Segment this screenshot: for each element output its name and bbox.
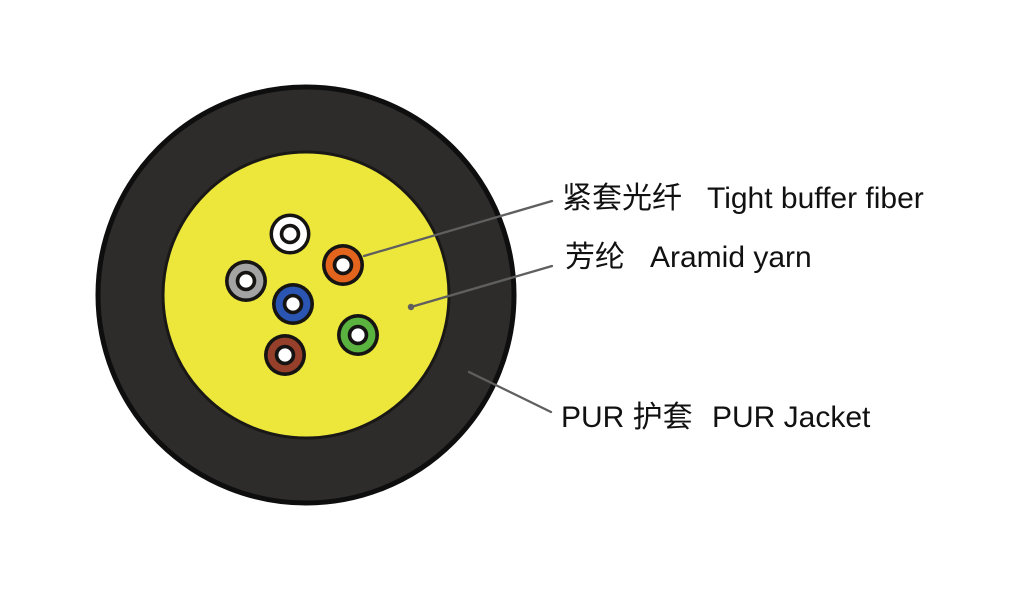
fiber-core	[336, 258, 350, 272]
fiber-blue	[272, 283, 314, 325]
fiber-brown	[264, 334, 306, 376]
label-tight-buffer-fiber-zh: 紧套光纤	[562, 182, 682, 215]
leader-line-pur-jacket	[467, 370, 553, 414]
fiber-core	[351, 328, 365, 342]
fiber-gray	[225, 260, 267, 302]
label-aramid-yarn-zh: 芳纶	[565, 241, 625, 274]
label-aramid-yarn-en: Aramid yarn	[650, 241, 812, 274]
leader-line-aramid-yarn	[409, 264, 554, 309]
label-tight-buffer-fiber: 紧套光纤 Tight buffer fiber	[562, 182, 924, 215]
fiber-core	[278, 348, 292, 362]
label-pur-jacket-zh: PUR 护套	[561, 401, 693, 434]
label-tight-buffer-fiber-en: Tight buffer fiber	[707, 182, 924, 215]
fiber-core	[286, 297, 300, 311]
fiber-white	[269, 213, 311, 255]
label-pur-jacket: PUR 护套 PUR Jacket	[561, 401, 871, 434]
fiber-green	[337, 314, 379, 356]
label-pur-jacket-en: PUR Jacket	[712, 401, 871, 434]
fiber-core	[283, 227, 297, 241]
fiber-core	[239, 274, 253, 288]
fiber-orange	[322, 244, 364, 286]
leader-line-tight-buffer-fiber	[362, 199, 554, 258]
label-aramid-yarn: 芳纶 Aramid yarn	[565, 241, 812, 274]
